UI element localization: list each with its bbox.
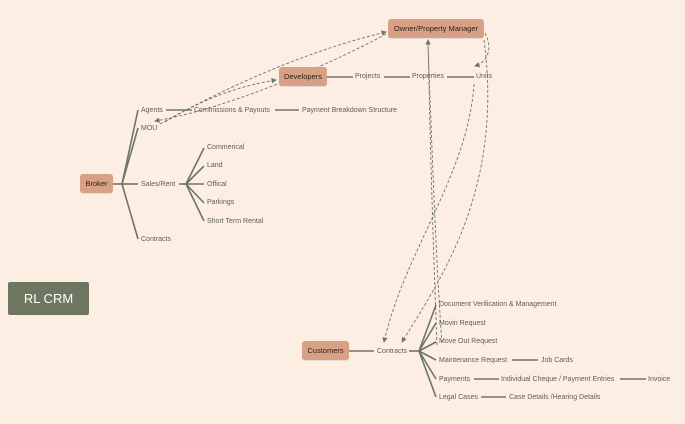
case-details-label[interactable]: Case Details /Hearing Details — [509, 394, 601, 401]
legal-cases-label[interactable]: Legal Cases — [439, 394, 478, 401]
projects-label[interactable]: Projects — [355, 73, 381, 80]
broker-node[interactable]: Broker — [80, 174, 113, 193]
customer-contracts-label[interactable]: Contracts — [377, 348, 407, 355]
parkings-label[interactable]: Parkings — [207, 199, 235, 206]
rl-crm-logo: RL CRM — [8, 282, 89, 315]
mou-label[interactable]: MOU — [141, 125, 158, 132]
owner-property-manager-node[interactable]: Owner/Property Manager — [388, 19, 484, 38]
units-label[interactable]: Units — [476, 73, 492, 80]
sales-rent-label[interactable]: Sales/Rent — [141, 181, 176, 188]
customers-node[interactable]: Customers — [302, 341, 349, 360]
job-cards-label[interactable]: Job Cards — [541, 357, 573, 364]
solid-connectors — [113, 76, 646, 398]
commissions-payouts-label[interactable]: Commissions & Payouts — [194, 107, 270, 114]
move-out-request-label[interactable]: Move Out Request — [439, 338, 498, 345]
cheque-entries-label[interactable]: Individual Cheque / Payment Entries — [501, 376, 615, 383]
commerical-label[interactable]: Commerical — [207, 144, 245, 151]
dashed-connectors — [154, 30, 490, 346]
developers-node[interactable]: Developers — [279, 67, 327, 86]
movin-request-label[interactable]: Movin Request — [439, 320, 486, 327]
agents-label[interactable]: Agents — [141, 107, 163, 114]
land-label[interactable]: Land — [207, 162, 223, 169]
invoice-label[interactable]: Invoice — [648, 376, 671, 383]
short-term-rental-label[interactable]: Short Term Rental — [207, 218, 264, 225]
maintenance-request-label[interactable]: Maintenance Request — [439, 357, 508, 364]
payment-breakdown-label[interactable]: Payment Breakdown Structure — [302, 107, 397, 114]
document-verification-label[interactable]: Document Verification & Management — [439, 301, 557, 308]
properties-label[interactable]: Properties — [412, 73, 444, 80]
broker-contracts-label[interactable]: Contracts — [141, 236, 171, 243]
offical-label[interactable]: Offical — [207, 181, 227, 188]
payments-label[interactable]: Payments — [439, 376, 471, 383]
